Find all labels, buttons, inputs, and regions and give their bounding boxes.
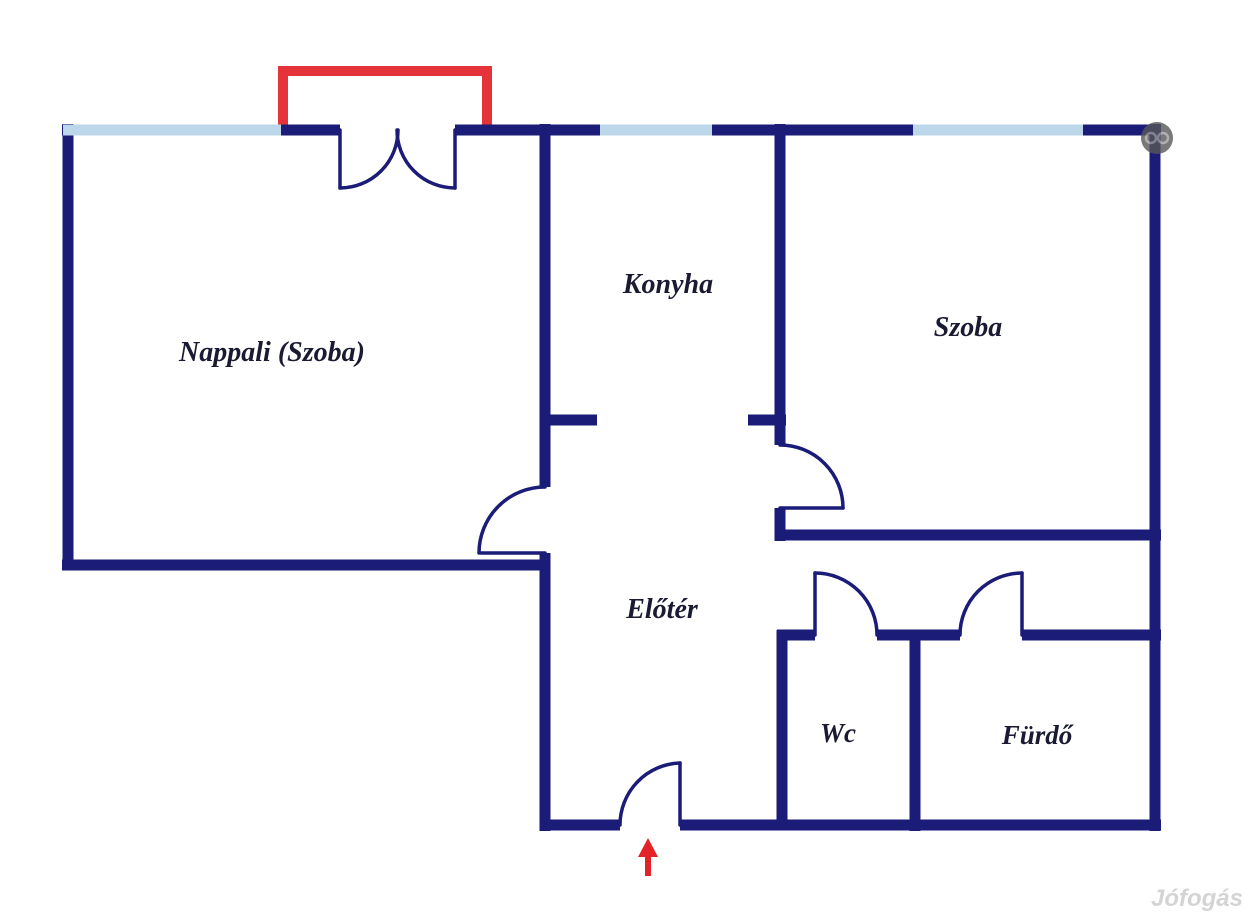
living-door-arc (477, 485, 547, 555)
photo-badge-glyph-left (1144, 131, 1158, 145)
bath-door-arc (958, 571, 1024, 637)
photo-badge-icon (1141, 122, 1173, 154)
photo-badge-glyph-right (1156, 131, 1170, 145)
walls (62, 124, 1161, 831)
label-living: Nappali (Szoba) (178, 337, 365, 368)
balcony-door-arc-right (395, 128, 457, 190)
entrance-arrow-icon (638, 838, 658, 876)
balcony-outline (278, 66, 492, 131)
doors (338, 128, 1024, 827)
label-room: Szoba (934, 312, 1002, 343)
wc-door-arc (813, 571, 879, 637)
label-bath: Fürdő (1001, 720, 1074, 750)
room-labels: Nappali (Szoba) Konyha Szoba Előtér Wc F… (178, 269, 1074, 750)
room-door-arc (778, 443, 845, 510)
entrance-arrow-head (638, 838, 658, 857)
label-kitchen: Konyha (622, 269, 713, 300)
label-hall: Előtér (625, 594, 699, 625)
label-wc: Wc (820, 718, 856, 748)
watermark: Jófogás (1151, 885, 1243, 912)
entrance-door-arc (618, 761, 682, 827)
balcony-door-arc-left (338, 128, 400, 190)
